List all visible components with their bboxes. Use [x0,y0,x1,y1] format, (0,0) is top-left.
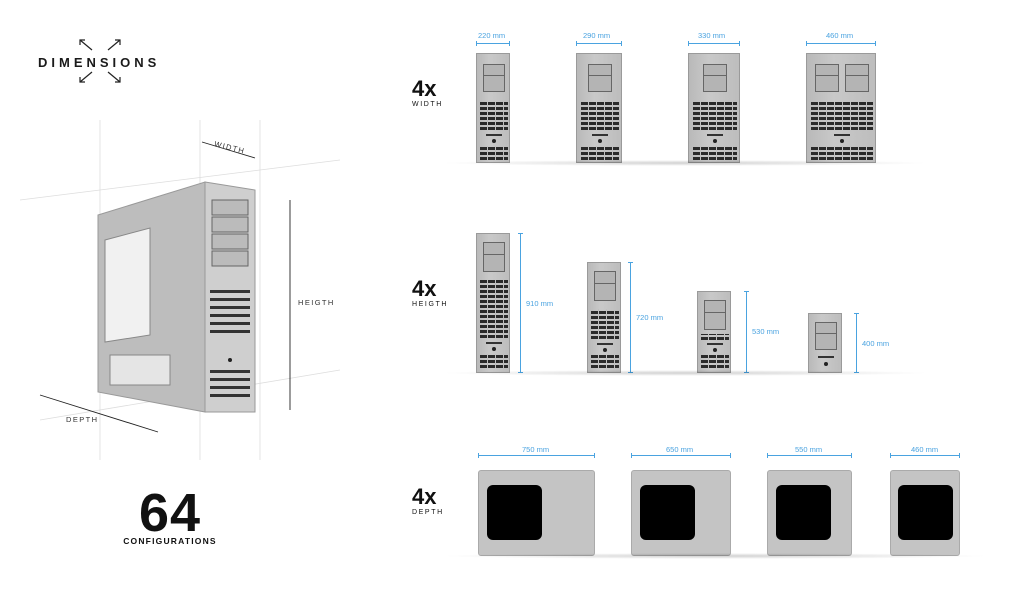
height-size-label: 910 mm [526,299,554,308]
case-depth-label: DEPTH [66,415,99,424]
case-height-label: HEIGTH [298,298,335,307]
width-dim-line [476,41,510,46]
width-dim-line [688,41,740,46]
case-illustration [20,120,340,460]
side-panel-depth-650 [631,470,731,556]
row-shadow [440,160,930,166]
width-size-label: 290 mm [583,31,611,40]
height-dim-line [628,262,633,373]
height-size-label: 400 mm [862,339,890,348]
width-row-label: WIDTH [412,101,443,108]
tower-height-530 [697,291,731,373]
row-shadow [440,553,990,559]
depth-dim-line [767,453,852,458]
width-dim-line [806,41,876,46]
expand-arrows-icon [79,39,121,83]
depth-size-label: 460 mm [911,445,939,454]
height-size-label: 720 mm [636,313,664,322]
depth-size-label: 650 mm [666,445,694,454]
width-size-label: 330 mm [698,31,726,40]
depth-dim-line [478,453,595,458]
configurations-label: CONFIGURATIONS [123,536,217,546]
width-size-label: 220 mm [478,31,506,40]
tower-height-910 [476,233,510,373]
height-size-label: 530 mm [752,327,780,336]
tower-width-330 [688,53,740,163]
configurations-count: 64 [138,483,202,543]
row-shadow [440,370,930,376]
page-title: DIMENSIONS [38,55,161,70]
depth-size-label: 550 mm [795,445,823,454]
depth-row-count: 4x [412,484,437,509]
side-panel-depth-550 [767,470,852,556]
height-row-count: 4x [412,276,437,301]
tower-height-400 [808,313,842,373]
height-dim-line [518,233,523,373]
width-dim-line [576,41,622,46]
depth-size-label: 750 mm [522,445,550,454]
tower-width-290 [576,53,622,163]
height-row-label: HEIGTH [412,301,449,308]
tower-height-720 [587,262,621,373]
tower-width-460 [806,53,876,163]
depth-row-label: DEPTH [412,509,444,516]
width-size-label: 460 mm [826,31,854,40]
width-row-count: 4x [412,76,437,101]
tower-width-220 [476,53,510,163]
side-panel-depth-460 [890,470,960,556]
depth-dim-line [890,453,960,458]
height-dim-line [744,291,749,373]
side-panel-depth-750 [478,470,595,556]
depth-dim-line [631,453,731,458]
height-dim-line [854,313,859,373]
